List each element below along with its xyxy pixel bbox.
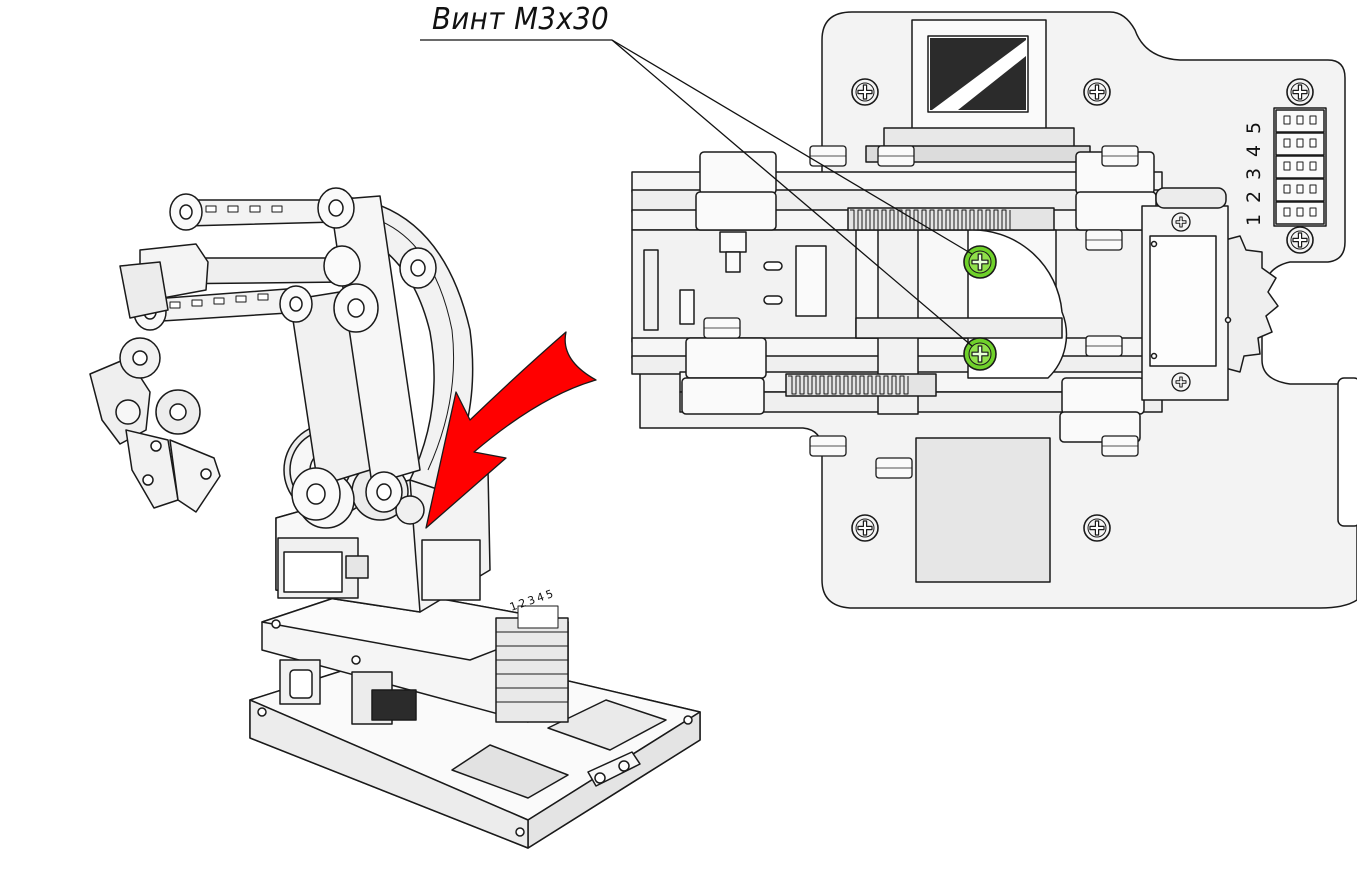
pin-label-3: 3 [1243, 167, 1266, 181]
lower-servo-block [915, 437, 1051, 583]
pin-label-2: 2 [1243, 190, 1266, 204]
screw-callout-label: Винт М3х30 [432, 2, 610, 37]
pin-label-5: 5 [1243, 121, 1266, 135]
highlighted-screw-icon-upper [963, 245, 997, 279]
pin-label-1: 1 [1243, 213, 1266, 227]
arm-assembly [631, 145, 1232, 479]
top-view-detail [420, 11, 1357, 609]
plate-slot [1337, 377, 1357, 527]
pin-connector [1273, 107, 1327, 227]
plate-screw-icon [851, 514, 879, 542]
plate-screw-icon [1083, 514, 1111, 542]
servo-screw-icon [1171, 372, 1191, 392]
plate-screw-icon [851, 78, 879, 106]
red-arrow-pointer [425, 331, 597, 529]
callout-leader-lines [420, 39, 973, 347]
pin-label-4: 4 [1243, 144, 1266, 158]
plate-screw-icon [1286, 78, 1314, 106]
isometric-robot-arm [89, 187, 701, 849]
servo-screw-icon [1171, 212, 1191, 232]
plate-screw-icon [1083, 78, 1111, 106]
plate-screw-icon [1286, 226, 1314, 254]
